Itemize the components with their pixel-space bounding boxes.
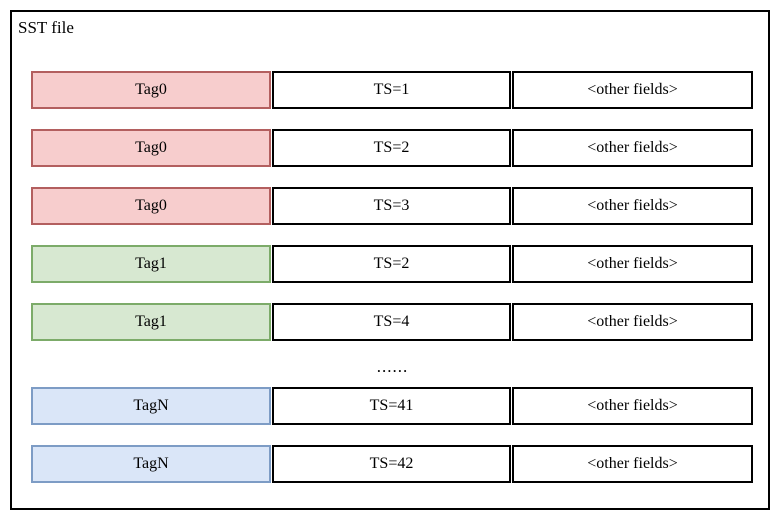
record-timestamp-cell: TS=2 xyxy=(272,245,511,283)
record-row: TagN TS=41 <other fields> xyxy=(31,387,753,425)
sst-file-label: SST file xyxy=(18,18,74,37)
omitted-records-ellipsis: ...... xyxy=(376,357,409,376)
record-tag-cell: Tag0 xyxy=(31,187,271,225)
record-other-fields-cell: <other fields> xyxy=(512,187,753,225)
record-row: Tag0 TS=1 <other fields> xyxy=(31,71,753,109)
record-timestamp-cell: TS=2 xyxy=(272,129,511,167)
record-other-fields-cell: <other fields> xyxy=(512,303,753,341)
record-timestamp-cell: TS=3 xyxy=(272,187,511,225)
record-row: TagN TS=42 <other fields> xyxy=(31,445,753,483)
record-row: Tag0 TS=2 <other fields> xyxy=(31,129,753,167)
record-other-fields-cell: <other fields> xyxy=(512,387,753,425)
record-other-fields-cell: <other fields> xyxy=(512,71,753,109)
record-tag-cell: Tag1 xyxy=(31,245,271,283)
record-other-fields-cell: <other fields> xyxy=(512,445,753,483)
record-timestamp-cell: TS=42 xyxy=(272,445,511,483)
record-row: Tag1 TS=4 <other fields> xyxy=(31,303,753,341)
record-tag-cell: Tag0 xyxy=(31,71,271,109)
record-timestamp-cell: TS=41 xyxy=(272,387,511,425)
record-timestamp-cell: TS=1 xyxy=(272,71,511,109)
record-row: Tag0 TS=3 <other fields> xyxy=(31,187,753,225)
record-tag-cell: TagN xyxy=(31,387,271,425)
record-tag-cell: TagN xyxy=(31,445,271,483)
sst-file-container: SST file Tag0 TS=1 <other fields> Tag0 T… xyxy=(10,10,770,510)
record-other-fields-cell: <other fields> xyxy=(512,245,753,283)
record-timestamp-cell: TS=4 xyxy=(272,303,511,341)
record-row: Tag1 TS=2 <other fields> xyxy=(31,245,753,283)
record-other-fields-cell: <other fields> xyxy=(512,129,753,167)
record-tag-cell: Tag0 xyxy=(31,129,271,167)
record-tag-cell: Tag1 xyxy=(31,303,271,341)
